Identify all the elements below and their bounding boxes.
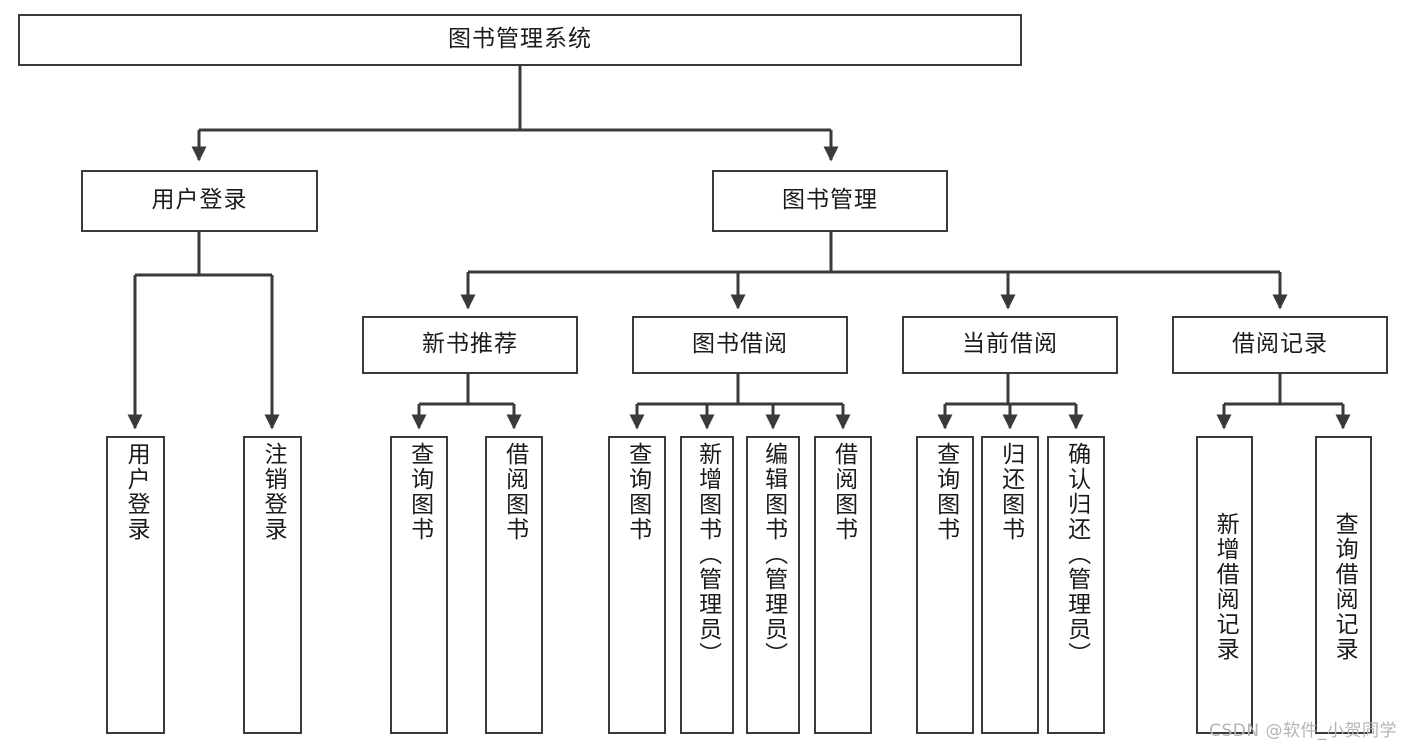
- leaf-logout-label: 注销登录: [260, 442, 287, 542]
- leaf-borrow-book-recommend[interactable]: 借阅图书: [485, 436, 543, 734]
- leaf-query-book-recommend[interactable]: 查询图书: [390, 436, 448, 734]
- node-book-management-label: 图书管理: [782, 187, 878, 214]
- leaf-add-borrow-record-label: 新增借阅记录: [1212, 512, 1239, 662]
- leaf-query-book-borrow[interactable]: 查询图书: [608, 436, 666, 734]
- leaf-edit-book-admin-label: 编辑图书（管理员）: [760, 442, 787, 667]
- leaf-query-book-recommend-label: 查询图书: [406, 442, 433, 542]
- leaf-lend-book[interactable]: 借阅图书: [814, 436, 872, 734]
- node-user-login-label: 用户登录: [151, 187, 248, 214]
- node-borrow-record[interactable]: 借阅记录: [1172, 316, 1388, 374]
- leaf-add-borrow-record[interactable]: 新增借阅记录: [1196, 436, 1253, 734]
- leaf-query-book-borrow-label: 查询图书: [624, 442, 651, 542]
- leaf-user-login-label: 用户登录: [123, 442, 150, 542]
- node-current-borrow-label: 当前借阅: [962, 331, 1058, 358]
- node-current-borrow[interactable]: 当前借阅: [902, 316, 1118, 374]
- node-borrow-record-label: 借阅记录: [1232, 331, 1328, 358]
- node-new-book-recommend[interactable]: 新书推荐: [362, 316, 578, 374]
- leaf-query-borrow-record-label: 查询借阅记录: [1331, 512, 1358, 662]
- node-new-book-recommend-label: 新书推荐: [422, 331, 518, 358]
- leaf-return-book[interactable]: 归还图书: [981, 436, 1039, 734]
- leaf-edit-book-admin[interactable]: 编辑图书（管理员）: [746, 436, 800, 734]
- node-root-label: 图书管理系统: [448, 26, 592, 53]
- leaf-query-borrow-record[interactable]: 查询借阅记录: [1315, 436, 1372, 734]
- node-book-borrow[interactable]: 图书借阅: [632, 316, 848, 374]
- node-book-management[interactable]: 图书管理: [712, 170, 948, 232]
- leaf-confirm-return-admin-label: 确认归还（管理员）: [1063, 442, 1090, 667]
- leaf-logout[interactable]: 注销登录: [243, 436, 302, 734]
- leaf-add-book-admin[interactable]: 新增图书（管理员）: [680, 436, 734, 734]
- node-root-system[interactable]: 图书管理系统: [18, 14, 1022, 66]
- leaf-borrow-book-recommend-label: 借阅图书: [501, 442, 528, 542]
- leaf-query-book-current[interactable]: 查询图书: [916, 436, 974, 734]
- watermark-text: CSDN @软件_小贺同学: [1209, 721, 1397, 741]
- leaf-confirm-return-admin[interactable]: 确认归还（管理员）: [1047, 436, 1105, 734]
- leaf-return-book-label: 归还图书: [997, 442, 1024, 542]
- leaf-add-book-admin-label: 新增图书（管理员）: [694, 442, 721, 667]
- leaf-query-book-current-label: 查询图书: [932, 442, 959, 542]
- leaf-lend-book-label: 借阅图书: [830, 442, 857, 542]
- node-user-login[interactable]: 用户登录: [81, 170, 318, 232]
- leaf-user-login[interactable]: 用户登录: [106, 436, 165, 734]
- node-book-borrow-label: 图书借阅: [692, 331, 788, 358]
